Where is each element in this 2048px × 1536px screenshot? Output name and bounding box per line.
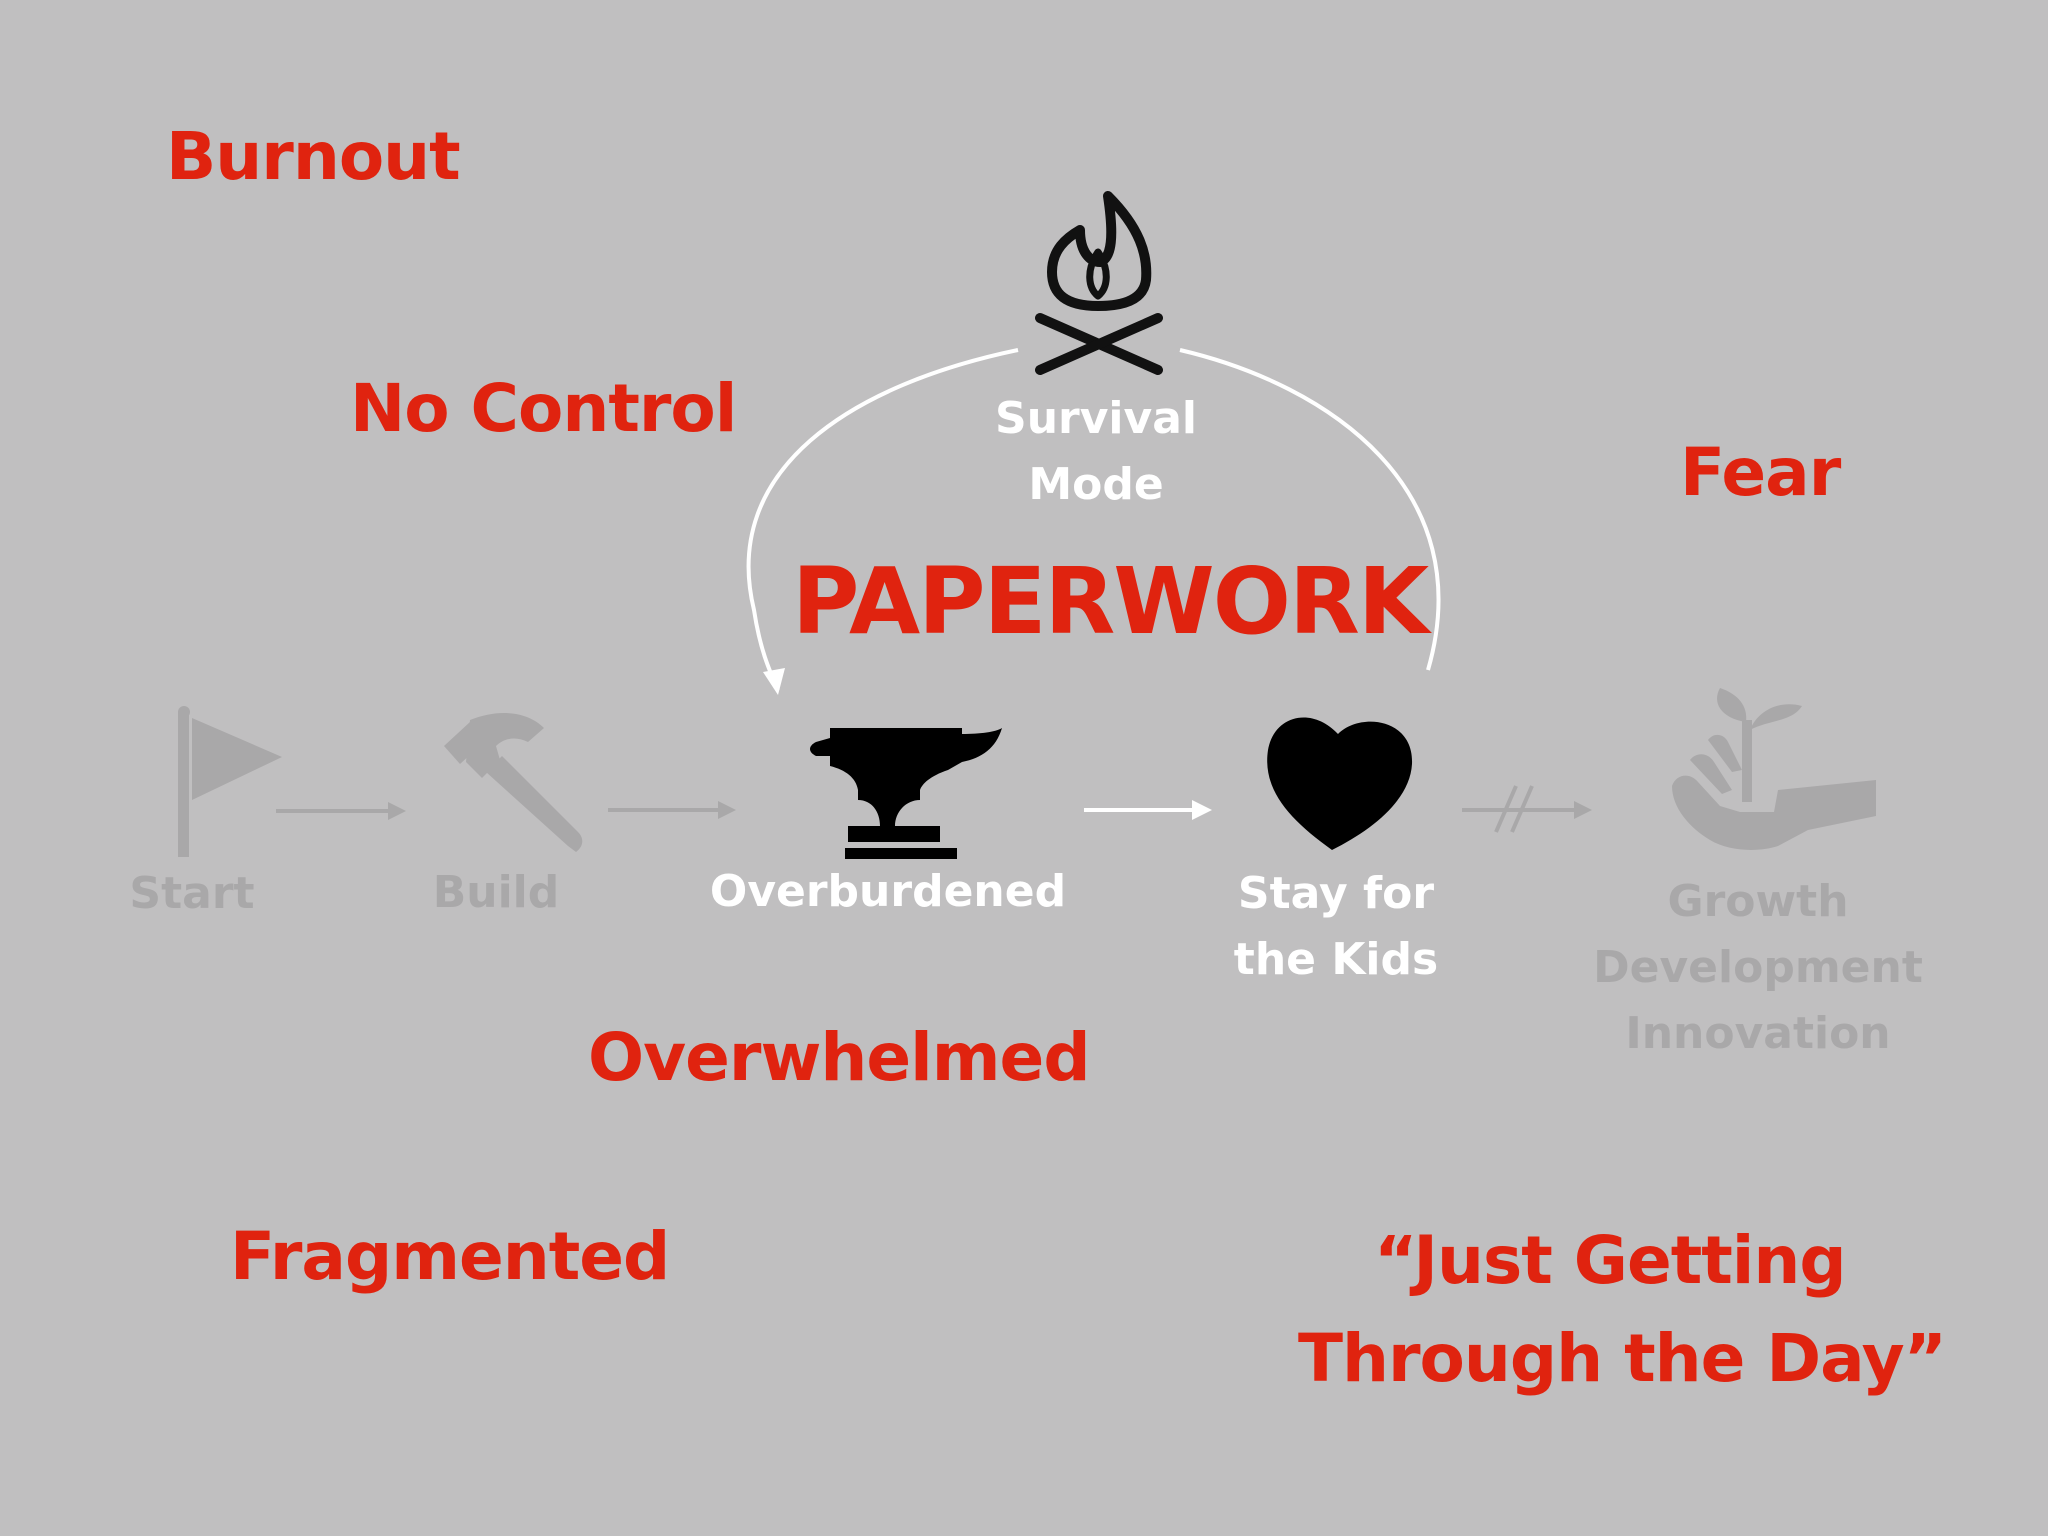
arrow-start-to-build	[276, 802, 406, 820]
stage-label-growth: Growth Development Innovation	[1593, 869, 1923, 1067]
flag-icon	[178, 706, 282, 857]
stage-label-growth-line1: Growth	[1667, 876, 1849, 927]
word-burnout: Burnout	[166, 118, 461, 195]
word-just-getting-line1: “Just Getting	[1374, 1222, 1847, 1299]
center-title: PAPERWORK	[792, 548, 1429, 655]
stage-label-growth-line3: Innovation	[1625, 1008, 1891, 1059]
loop-label-line1: Survival	[995, 393, 1197, 444]
loop-label-line2: Mode	[1028, 459, 1164, 510]
anvil-icon	[810, 728, 1002, 859]
stage-label-stay-line1: Stay for	[1237, 868, 1435, 919]
stage-label-start: Start	[129, 861, 254, 927]
loop-arc-left	[746, 348, 1019, 691]
word-fear: Fear	[1680, 434, 1841, 511]
loop-arrowhead	[763, 668, 785, 695]
loop-arc-right	[1179, 348, 1441, 671]
campfire-icon	[1035, 191, 1163, 375]
hammer-icon	[444, 713, 583, 852]
stage-label-growth-line2: Development	[1593, 942, 1923, 993]
stage-label-overburdened-text: Overburdened	[709, 866, 1067, 917]
arrow-overburdened-to-kids	[1084, 800, 1212, 820]
word-just-getting-line2: Through the Day”	[1298, 1320, 1947, 1397]
word-no-control: No Control	[350, 370, 737, 447]
loop-label: Survival Mode	[995, 386, 1197, 518]
blocked-arrow-kids-to-growth	[1462, 785, 1592, 833]
stage-label-build-text: Build	[432, 867, 560, 918]
stage-label-stay-for-kids: Stay for the Kids	[1234, 861, 1438, 993]
heart-icon	[1267, 717, 1413, 850]
stage-label-start-text: Start	[129, 868, 255, 919]
plant-in-hand-icon	[1672, 688, 1876, 850]
word-overwhelmed: Overwhelmed	[588, 1019, 1091, 1096]
stage-label-build: Build	[433, 860, 560, 926]
word-fragmented: Fragmented	[230, 1218, 670, 1295]
stage-label-overburdened: Overburdened	[710, 859, 1066, 925]
stage-label-stay-line2: the Kids	[1233, 934, 1439, 985]
arrow-build-to-overburdened	[608, 801, 736, 819]
